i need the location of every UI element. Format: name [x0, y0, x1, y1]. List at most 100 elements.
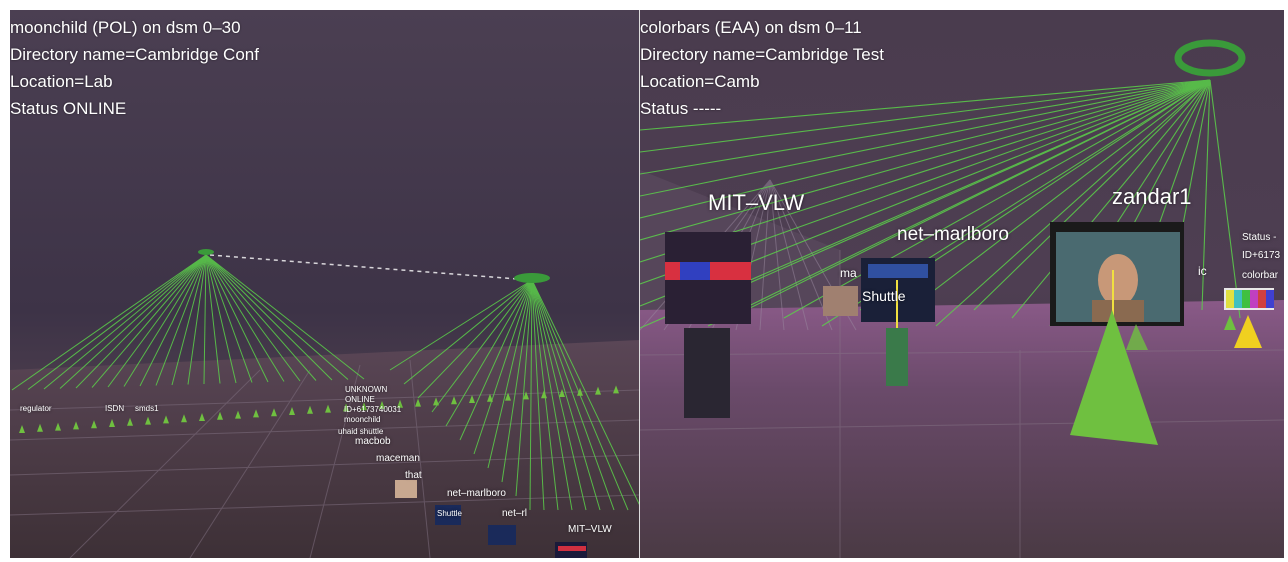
link-line	[769, 179, 785, 331]
node-marker	[199, 413, 205, 421]
link-line	[403, 279, 533, 385]
node-marker	[289, 407, 295, 415]
node-marker	[55, 422, 61, 431]
right-info-location: Location=Camb	[640, 72, 760, 91]
left-node-label-net-marlboro[interactable]: net–marlboro	[447, 488, 506, 499]
link-line	[123, 254, 207, 387]
link-line	[205, 254, 333, 381]
left-node-label-mit-vlw[interactable]: MIT–VLW	[568, 524, 612, 535]
left-node-label-that[interactable]: that	[405, 470, 422, 481]
node-marker	[73, 421, 79, 430]
left-thumb-label-shuttle: Shuttle	[437, 509, 462, 518]
link-line	[745, 79, 1211, 311]
link-line	[1201, 79, 1211, 311]
node-marker	[361, 402, 367, 411]
right-node-label-ma[interactable]: ma	[840, 266, 857, 280]
left-node-label-uhaid-shuttle[interactable]: uhaid shuttle	[338, 427, 384, 436]
link-line	[1011, 79, 1211, 319]
left-node-label-isdn[interactable]: ISDN	[105, 404, 125, 413]
left-info-title: moonchild (POL) on dsm 0–30	[10, 18, 241, 37]
link-line	[759, 179, 771, 331]
link-line	[531, 279, 573, 511]
link-line	[205, 254, 317, 381]
left-info-status: Status ONLINE	[10, 99, 127, 118]
link-line	[1209, 79, 1241, 319]
node-marker	[559, 389, 565, 397]
link-line	[75, 254, 207, 389]
right-node-label-net-marlboro[interactable]: net–marlboro	[897, 224, 1009, 245]
right-info-directory: Directory name=Cambridge Test	[640, 45, 884, 64]
right-node-label-ic[interactable]: ic	[1198, 264, 1207, 278]
link-line	[531, 279, 545, 511]
node-marker	[19, 425, 25, 433]
right-node-label-colorbars[interactable]: colorbar	[1242, 270, 1279, 281]
node-marker	[595, 386, 601, 395]
link-line	[205, 254, 285, 382]
link-line	[531, 279, 587, 511]
colorbar-stripe	[1266, 290, 1274, 308]
node-marker	[433, 397, 439, 406]
left-node-label-moonchild[interactable]: moonchild	[344, 415, 381, 424]
node-marker	[235, 410, 241, 419]
link-line	[783, 79, 1211, 319]
node-marker	[451, 396, 457, 405]
link-line	[669, 79, 1211, 319]
node-marker	[181, 414, 187, 423]
link-line	[487, 279, 533, 469]
node-marker	[253, 409, 259, 418]
link-line	[205, 254, 349, 380]
right-node-label-mit-vlw[interactable]: MIT–VLW	[708, 190, 805, 215]
colorbar-stripe	[1234, 290, 1242, 308]
node-marker	[217, 411, 223, 420]
left-info-directory: Directory name=Cambridge Conf	[10, 45, 259, 64]
link-line	[769, 179, 809, 331]
right-viewport[interactable]: colorbars (EAA) on dsm 0–11 Directory na…	[640, 10, 1284, 558]
right-node-label-zandar1[interactable]: zandar1	[1112, 184, 1192, 209]
left-node-label-smds1[interactable]: smds1	[135, 404, 159, 413]
node-marker	[145, 416, 151, 425]
colorbar-stripe	[1226, 290, 1234, 308]
link-line	[205, 254, 269, 383]
right-3d-scene	[640, 10, 1284, 558]
left-node-label-id[interactable]: ID+6173740031	[344, 405, 402, 414]
node-marker	[37, 423, 43, 432]
node-marker	[505, 392, 511, 401]
link-line	[205, 254, 237, 384]
panel-divider	[639, 10, 640, 558]
left-node-label-macbob[interactable]: macbob	[355, 436, 391, 447]
left-info-location: Location=Lab	[10, 72, 113, 91]
link-line	[515, 279, 533, 497]
left-info-block: moonchild (POL) on dsm 0–30 Directory na…	[10, 14, 259, 122]
left-node-label-maceman[interactable]: maceman	[376, 453, 420, 464]
link-line	[27, 254, 207, 390]
link-line	[139, 254, 207, 387]
right-info-status: Status -----	[640, 99, 722, 118]
node-marker	[469, 395, 475, 403]
left-3d-scene	[10, 10, 639, 558]
left-node-label-net-rl[interactable]: net–rl	[502, 508, 528, 519]
colorbar-stripe	[1258, 290, 1266, 308]
link-line	[640, 79, 1211, 197]
left-node-label-online[interactable]: ONLINE	[345, 395, 375, 404]
link-line	[640, 79, 1211, 153]
link-line	[935, 79, 1211, 327]
link-line	[417, 279, 533, 399]
colorbar-stripe	[1250, 290, 1258, 308]
link-line	[459, 279, 533, 441]
node-marker	[109, 419, 115, 427]
right-thumb-label-shuttle: Shuttle	[862, 288, 906, 304]
right-info-id-trunc: ID+6173	[1242, 250, 1281, 261]
link-line	[640, 79, 1211, 263]
link-line	[640, 79, 1211, 219]
link-line	[11, 254, 207, 391]
node-marker	[541, 390, 547, 399]
left-viewport[interactable]: moonchild (POL) on dsm 0–30 Directory na…	[10, 10, 639, 558]
link-line	[43, 254, 207, 390]
link-line	[187, 254, 207, 385]
left-node-label[interactable]: regulator	[20, 404, 52, 413]
link-line	[531, 279, 615, 511]
node-marker	[325, 404, 331, 413]
link-line	[897, 79, 1211, 319]
left-node-label-unknown[interactable]: UNKNOWN	[345, 385, 388, 394]
link-line	[640, 79, 1211, 131]
